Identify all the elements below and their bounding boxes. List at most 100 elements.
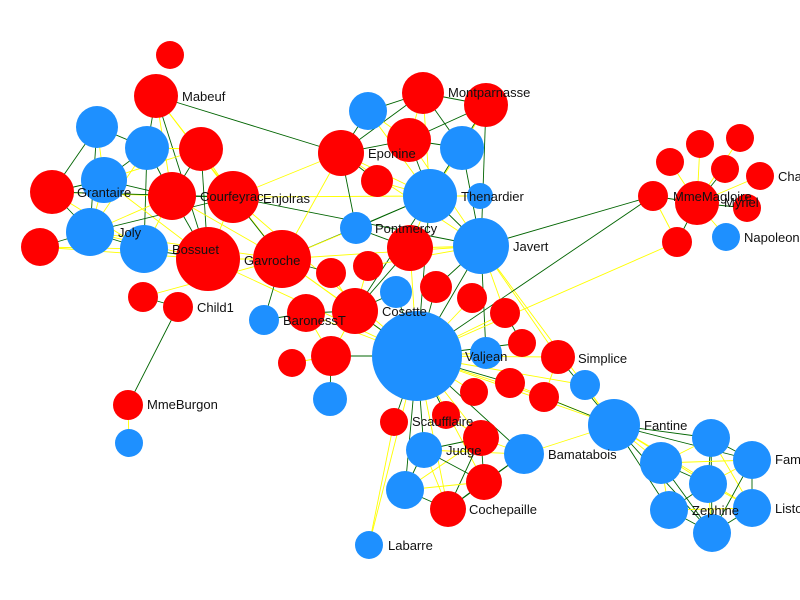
label-pontmercy: Pontmercy [375,221,438,236]
node-listolier [733,489,771,527]
node-fantine [588,399,640,451]
edge-gavroche-javert [281,245,482,260]
node-gav_r2 [316,258,346,288]
node-r_383 [495,368,525,398]
node-cos_r2 [420,271,452,303]
label-valjean: Valjean [465,349,507,364]
node-baronesst_b [249,305,279,335]
node-gavroche [253,230,311,288]
node-child2 [128,282,158,312]
edge-valjean-myr_r6 [416,241,678,357]
node-mabeuf [134,74,178,118]
node-simplice [541,340,575,374]
label-bossuet: Bossuet [172,242,219,257]
node-fam_b3 [689,465,727,503]
node-gav_b [380,276,412,308]
node-zephine [693,514,731,552]
node-left_r [21,228,59,266]
node-judge [406,432,442,468]
node-courfeyrac [148,172,196,220]
node-napoleon [712,223,740,251]
edge-enjolras-thenardier [232,195,431,198]
label-mmemagloire: MmeMagloire [673,189,752,204]
label-listolier: Listo [775,501,800,516]
edge-fantine-listolier [613,424,753,509]
node-javert [453,218,509,274]
node-b_490 [386,471,424,509]
label-enjolras: Enjolras [263,191,310,206]
node-cos_r3 [457,283,487,313]
label-joly: Joly [118,225,142,240]
node-baronesst_r [287,294,325,332]
node-mabeuf_top [156,41,184,69]
node-small_r [361,165,393,197]
node-mmemagloire [638,181,668,211]
node-myr_r6 [662,227,692,257]
node-bossuet_b [120,225,168,273]
label-bamatabois: Bamatabois [548,447,617,462]
node-eponine_r2 [387,118,431,162]
label-cosette: Cosette [382,304,427,319]
node-scaufflaire [380,408,408,436]
label-fantine: Fantine [644,418,687,433]
node-left_r2 [278,349,306,377]
node-grantaire_b1 [76,106,118,148]
node-cosette [332,288,378,334]
node-pontmercy_b [340,212,372,244]
node-mont_b [349,92,387,130]
node-cochepaille_r [466,464,502,500]
label-champtercier: Cha [778,169,800,184]
label-scaufflaire: Scaufflaire [412,414,473,429]
edge-mabeuf-eponine [155,95,342,154]
node-b_399 [313,382,347,416]
node-myr_r4 [711,155,739,183]
node-joly [66,208,114,256]
label-judge: Judge [446,443,481,458]
node-child1 [163,292,193,322]
label-napoleon: Napoleon [744,230,800,245]
node-myriel [675,181,719,225]
label-simplice: Simplice [578,351,627,366]
label-mmeburgon: MmeBurgon [147,397,218,412]
node-bossuet [176,227,240,291]
node-myr_r3 [656,148,684,176]
node-cochepaille [430,491,466,527]
label-cochepaille: Cochepaille [469,502,537,517]
node-b_385 [570,370,600,400]
node-grantaire_r [179,127,223,171]
edge-javert-mmemagloire [480,195,654,247]
node-r_343 [508,329,536,357]
node-champtercier [746,162,774,190]
label-mabeuf: Mabeuf [182,89,226,104]
node-enjolras [207,171,259,223]
node-scauf_r2 [432,401,460,429]
label-fameuil: Fam [775,452,800,467]
node-eponine [318,130,364,176]
node-r_392 [460,378,488,406]
label-courfeyrac: Courfeyrac [200,189,264,204]
node-pontmercy_r [387,225,433,271]
node-montparnasse [402,72,444,114]
label-grantaire: Grantaire [77,185,131,200]
node-gav_r3 [353,251,383,281]
edge-scaufflaire-labarre [368,421,395,546]
label-thenardier: Thenardier [461,189,525,204]
label-zephine: Zephine [692,503,739,518]
label-labarre: Labarre [388,538,433,553]
node-valjean [372,311,462,401]
label-child1: Child1 [197,300,234,315]
label-gavroche: Gavroche [244,253,300,268]
node-grantaire_b3 [81,157,127,203]
node-fameuil [733,441,771,479]
node-mmeburgon_b [115,429,143,457]
node-r_355 [311,336,351,376]
node-grantaire [30,170,74,214]
node-then_b2 [467,183,493,209]
node-judge_r [463,420,499,456]
edge-valjean-mmemagloire [416,195,654,357]
node-montparnasse_r2 [464,83,508,127]
node-labarre [355,531,383,559]
node-bamatabois [504,434,544,474]
node-thenardier [403,169,457,223]
